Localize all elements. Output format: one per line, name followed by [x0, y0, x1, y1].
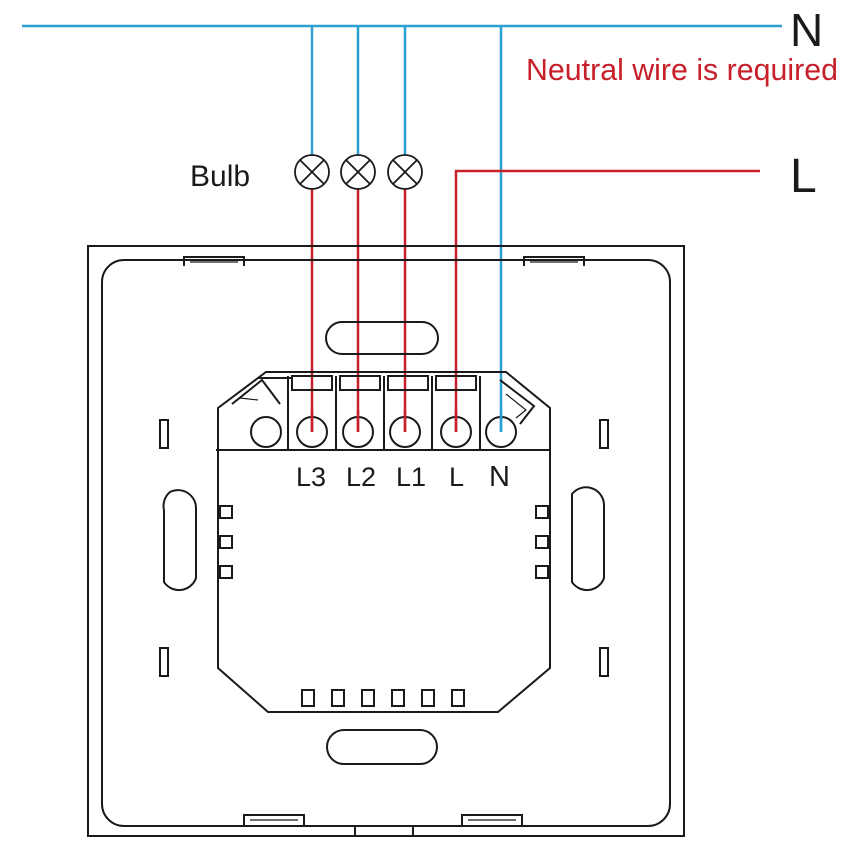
bulb-icon — [294, 154, 330, 190]
side-slot — [599, 419, 609, 449]
terminal-tab — [387, 375, 429, 391]
switch-module — [216, 371, 551, 713]
terminal-label-l3: L3 — [296, 462, 326, 492]
neutral-required-note: Neutral wire is required — [526, 52, 838, 87]
bulbs — [294, 154, 423, 190]
bulb-icon — [387, 154, 423, 190]
terminal-screw — [250, 416, 282, 448]
live-wires — [310, 169, 760, 432]
bulb-icon — [340, 154, 376, 190]
terminal-label-l1: L1 — [396, 462, 426, 492]
terminal-tab — [435, 375, 477, 391]
terminal-tab — [291, 375, 333, 391]
clip-icon — [523, 256, 585, 266]
bottom-tab — [354, 825, 414, 836]
wire-ends — [310, 410, 503, 432]
clip-icon — [183, 256, 245, 266]
side-slot — [159, 419, 169, 449]
plate-inner-frame — [101, 259, 671, 827]
plate-outer-frame — [87, 245, 685, 837]
mounting-slot-top — [325, 321, 439, 355]
mounting-slot-left — [162, 489, 197, 592]
switch-plate — [87, 245, 685, 837]
clip-icon — [461, 814, 523, 826]
live-line-label: L — [790, 150, 817, 203]
neutral-line-label: N — [790, 4, 823, 56]
terminal-tab — [339, 375, 381, 391]
terminal-label-l: L — [449, 462, 464, 492]
bulb-label: Bulb — [190, 160, 250, 193]
module-outline — [217, 371, 551, 713]
live-input-wire — [454, 169, 760, 432]
mounting-slot-bottom — [326, 729, 438, 765]
side-slot — [599, 647, 609, 677]
clip-icon — [243, 814, 305, 826]
terminal-label-n: N — [489, 461, 510, 493]
side-slot — [159, 647, 169, 677]
neutral-wires — [22, 24, 782, 432]
terminal-label-l2: L2 — [346, 462, 376, 492]
mounting-slot-right — [571, 486, 606, 592]
